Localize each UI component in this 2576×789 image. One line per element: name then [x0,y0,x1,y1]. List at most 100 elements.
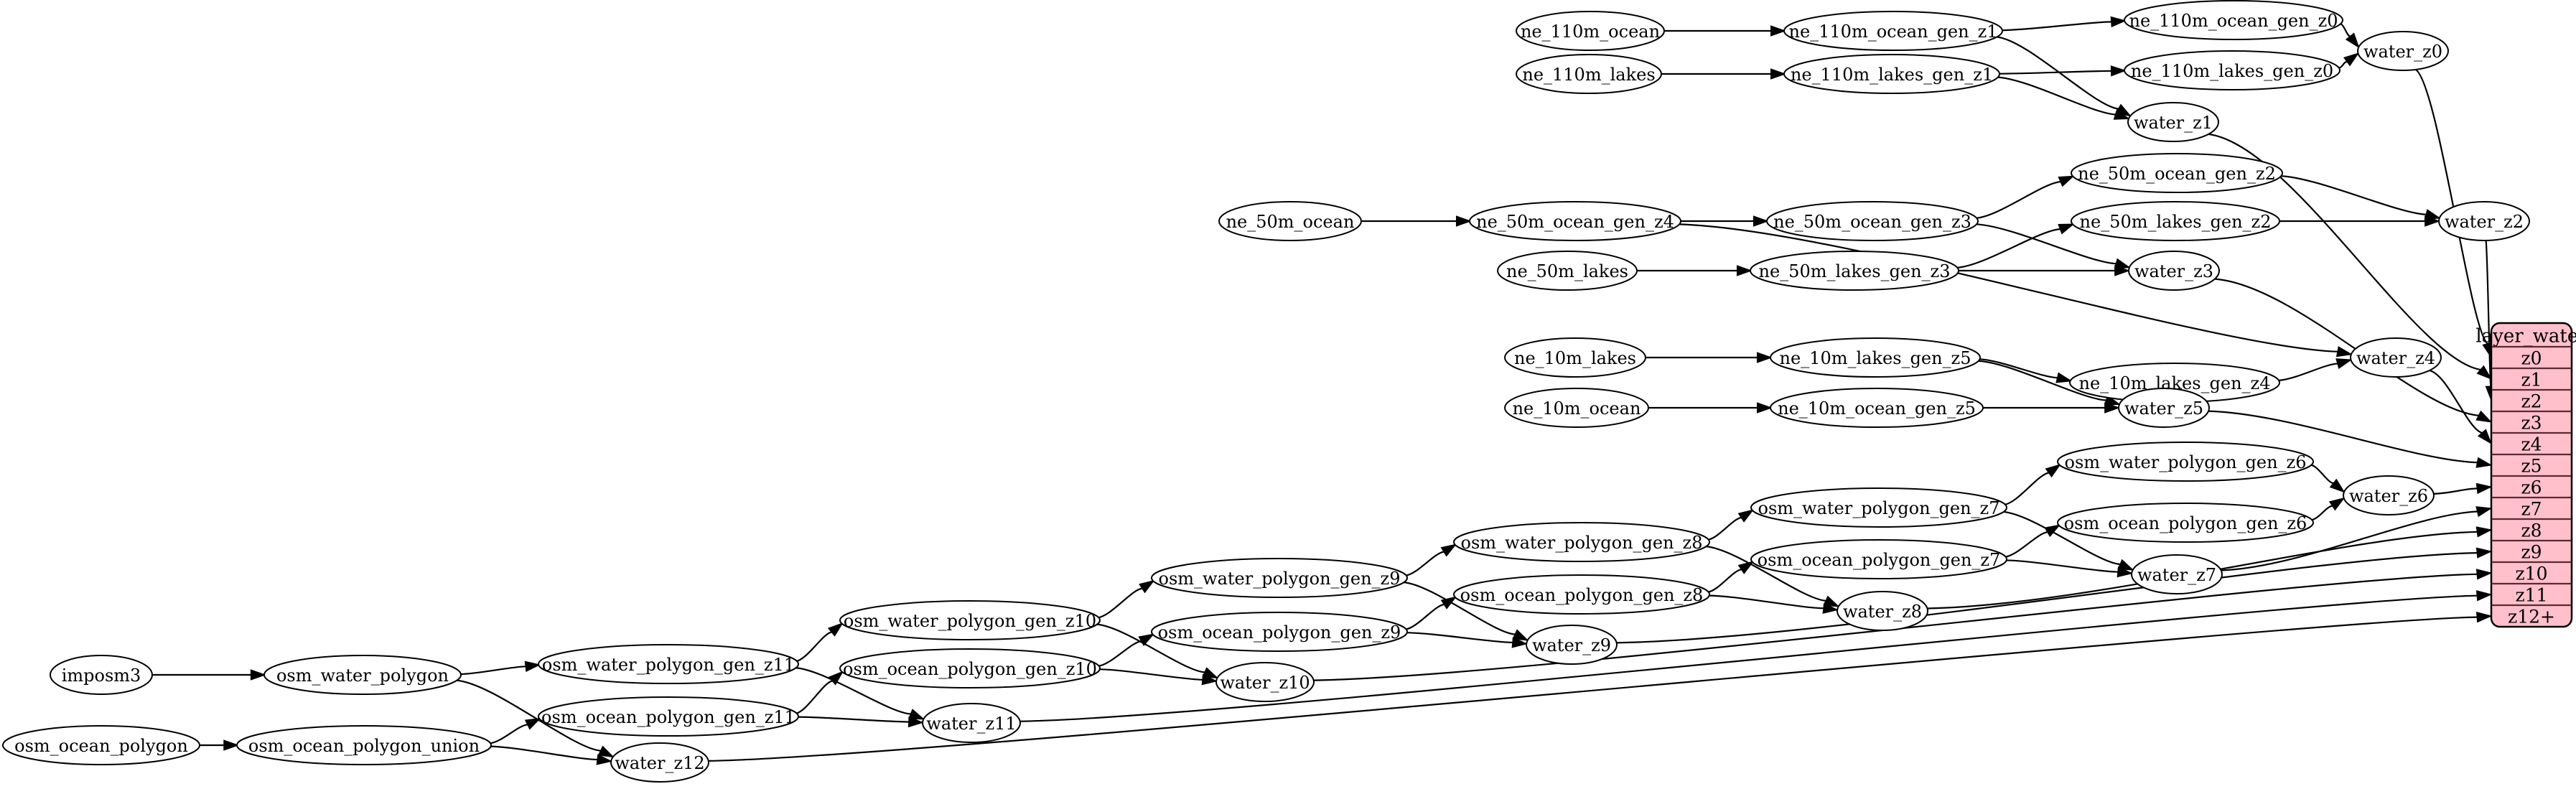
node-ne_50m_lakes[interactable]: ne_50m_lakes [1497,251,1638,291]
node-shape-ne_50m_ocean_gen_z2 [2071,153,2283,193]
node-water_z4[interactable]: water_z4 [2350,337,2442,378]
node-ne_110m_ocean_gen_z0[interactable]: ne_110m_ocean_gen_z0 [2124,0,2343,40]
node-osm_water_polygon_gen_z8[interactable]: osm_water_polygon_gen_z8 [1453,522,1710,562]
node-osm_water_polygon_gen_z7[interactable]: osm_water_polygon_gen_z7 [1750,487,2007,528]
arrowhead-osm_water_polygon_gen_z6-to-water_z6 [2329,478,2346,493]
node-ne_50m_ocean_gen_z4[interactable]: ne_50m_ocean_gen_z4 [1469,201,1681,241]
node-osm_ocean_polygon[interactable]: osm_ocean_polygon [2,725,200,765]
arrowhead-osm_water_polygon_gen_z7-to-osm_water_polygon_gen_z6 [2045,464,2061,478]
arrowhead-water_z1-to-layer_water.z1 [2476,365,2493,380]
node-water_z12[interactable]: water_z12 [610,742,709,783]
arrowhead-osm_water_polygon_gen_z10-to-water_z10 [1202,667,1219,679]
node-shape-osm_ocean_polygon_gen_z7 [1750,539,2007,579]
node-water_z7[interactable]: water_z7 [2131,554,2223,594]
arrowhead-water_z9-to-layer_water.z9 [2475,547,2493,559]
node-water_z9[interactable]: water_z9 [1526,625,1618,665]
arrowhead-water_z8-to-layer_water.z8 [2475,526,2493,538]
edge-osm_water_polygon_gen_z7-to-osm_water_polygon_gen_z6 [2004,472,2049,506]
node-ne_110m_ocean_gen_z1[interactable]: ne_110m_ocean_gen_z1 [1783,11,2003,51]
node-ne_10m_ocean[interactable]: ne_10m_ocean [1504,388,1649,428]
node-ne_50m_lakes_gen_z2[interactable]: ne_50m_lakes_gen_z2 [2071,201,2280,241]
node-shape-imposm3 [50,655,153,695]
arrowhead-ne_50m_lakes-to-ne_50m_lakes_gen_z3 [1736,265,1753,276]
node-ne_110m_lakes_gen_z1[interactable]: ne_110m_lakes_gen_z1 [1783,54,2000,94]
node-shape-ne_110m_lakes [1516,54,1662,94]
arrowhead-osm_ocean_polygon_gen_z9-to-osm_ocean_polygon_gen_z8 [1440,596,1457,610]
node-ne_110m_lakes_gen_z0[interactable]: ne_110m_lakes_gen_z0 [2124,50,2341,90]
node-water_z2[interactable]: water_z2 [2438,201,2530,241]
node-ne_10m_lakes_gen_z5[interactable]: ne_10m_lakes_gen_z5 [1770,337,1981,378]
node-shape-ne_10m_lakes_gen_z5 [1770,337,1981,378]
edge-ne_10m_lakes_gen_z4-to-water_z4 [2277,363,2338,382]
arrowhead-osm_ocean_polygon_gen_z10-to-water_z10 [1201,674,1218,686]
edge-ne_50m_ocean_gen_z4-to-water_z4 [1678,223,2338,353]
node-ne_10m_lakes[interactable]: ne_10m_lakes [1504,337,1646,378]
node-ne_110m_ocean[interactable]: ne_110m_ocean [1516,11,1665,51]
node-osm_water_polygon_gen_z10[interactable]: osm_water_polygon_gen_z10 [839,600,1101,640]
node-shape-ne_110m_ocean [1516,11,1665,51]
node-shape-ne_50m_lakes_gen_z2 [2071,201,2280,241]
node-water_z3[interactable]: water_z3 [2128,251,2220,291]
edge-osm_ocean_polygon_gen_z11-to-water_z11 [797,716,909,723]
node-osm_water_polygon_gen_z11[interactable]: osm_water_polygon_gen_z11 [538,644,799,684]
node-imposm3[interactable]: imposm3 [50,655,153,695]
node-water_z1[interactable]: water_z1 [2127,102,2219,142]
arrowhead-osm_ocean_polygon_gen_z8-to-water_z8 [1822,602,1839,614]
node-ne_50m_ocean[interactable]: ne_50m_ocean [1218,201,1362,241]
layer-water-table-outline [2490,322,2573,628]
node-osm_water_polygon_gen_z9[interactable]: osm_water_polygon_gen_z9 [1151,558,1408,598]
edge-water_z3-to-layer_water.z3 [2214,278,2479,416]
edge-osm_water_polygon_gen_z10-to-water_z10 [1096,623,1205,673]
node-water_z6[interactable]: water_z6 [2343,475,2435,515]
node-shape-water_z11 [922,703,1021,743]
node-shape-ne_50m_lakes_gen_z3 [1750,251,1959,291]
arrowhead-osm_water_polygon-to-water_z12 [597,745,615,758]
node-water_z11[interactable]: water_z11 [922,703,1021,743]
edge-ne_50m_ocean_gen_z3-to-water_z3 [1975,223,2117,265]
edge-ne_110m_lakes_gen_z1-to-water_z1 [1997,76,2116,116]
node-osm_ocean_polygon_gen_z9[interactable]: osm_ocean_polygon_gen_z9 [1151,612,1408,652]
arrowhead-osm_water_polygon_gen_z8-to-osm_water_polygon_gen_z7 [1737,509,1755,523]
arrowhead-ne_110m_lakes_gen_z0-to-water_z0 [2343,52,2360,67]
edge-osm_water_polygon_gen_z10-to-osm_water_polygon_gen_z9 [1097,587,1143,619]
arrowhead-water_z7-to-layer_water.z7 [2475,506,2493,518]
edge-osm_water_polygon_gen_z6-to-water_z6 [2310,464,2334,485]
edge-osm_ocean_polygon_gen_z8-to-osm_ocean_polygon_gen_z7 [1707,569,1742,593]
node-osm_ocean_polygon_union[interactable]: osm_ocean_polygon_union [236,725,492,765]
arrowhead-ne_50m_ocean_gen_z4-to-water_z4 [2335,346,2353,358]
node-osm_ocean_polygon_gen_z11[interactable]: osm_ocean_polygon_gen_z11 [538,696,799,737]
edge-osm_ocean_polygon_gen_z7-to-water_z7 [2005,559,2118,573]
arrowhead-ne_50m_lakes_gen_z3-to-ne_50m_lakes_gen_z2 [2058,223,2075,235]
edge-water_z6-to-layer_water.z6 [2433,487,2478,495]
node-osm_ocean_polygon_gen_z7[interactable]: osm_ocean_polygon_gen_z7 [1750,539,2007,579]
node-osm_ocean_polygon_gen_z6[interactable]: osm_ocean_polygon_gen_z6 [2057,503,2314,543]
arrowhead-osm_ocean_polygon_gen_z6-to-water_z6 [2328,497,2346,511]
node-water_z5[interactable]: water_z5 [2118,388,2210,428]
node-water_z10[interactable]: water_z10 [1215,662,1315,702]
node-ne_10m_ocean_gen_z5[interactable]: ne_10m_ocean_gen_z5 [1770,388,1984,428]
arrowhead-ne_10m_lakes_gen_z5-to-ne_10m_lakes_gen_z4 [2055,372,2073,383]
edge-water_z7-to-layer_water.z7 [2220,510,2478,571]
node-ne_50m_ocean_gen_z3[interactable]: ne_50m_ocean_gen_z3 [1766,201,1979,241]
node-osm_ocean_polygon_gen_z10[interactable]: osm_ocean_polygon_gen_z10 [839,648,1101,688]
node-shape-osm_ocean_polygon_gen_z9 [1151,612,1408,652]
node-osm_ocean_polygon_gen_z8[interactable]: osm_ocean_polygon_gen_z8 [1453,574,1710,615]
node-water_z8[interactable]: water_z8 [1837,591,1928,631]
node-ne_50m_lakes_gen_z3[interactable]: ne_50m_lakes_gen_z3 [1750,251,1959,291]
node-ne_110m_lakes[interactable]: ne_110m_lakes [1516,54,1662,94]
node-osm_water_polygon[interactable]: osm_water_polygon [263,655,462,695]
edge-water_z9-to-layer_water.z9 [1616,552,2478,644]
edge-osm_water_polygon-to-osm_water_polygon_gen_z11 [459,666,526,676]
node-ne_50m_ocean_gen_z2[interactable]: ne_50m_ocean_gen_z2 [2071,153,2283,193]
node-water_z0[interactable]: water_z0 [2357,31,2449,71]
arrowhead-osm_water_polygon_gen_z9-to-osm_water_polygon_gen_z8 [1440,543,1457,557]
edge-ne_110m_lakes_gen_z1-to-ne_110m_lakes_gen_z0 [1998,70,2111,75]
edge-osm_ocean_polygon_union-to-osm_ocean_polygon_gen_z11 [489,724,528,744]
arrowhead-osm_ocean_polygon-to-osm_ocean_polygon_union [223,739,240,751]
edge-ne_10m_lakes_gen_z5-to-water_z5 [1977,360,2106,401]
node-osm_water_polygon_gen_z6[interactable]: osm_water_polygon_gen_z6 [2057,442,2314,482]
edge-osm_ocean_polygon_gen_z10-to-water_z10 [1098,668,1203,681]
arrowhead-ne_10m_lakes_gen_z4-to-water_z4 [2335,358,2353,370]
node-shape-water_z7 [2131,554,2223,594]
arrowhead-osm_water_polygon_gen_z7-to-water_z7 [2117,559,2134,571]
